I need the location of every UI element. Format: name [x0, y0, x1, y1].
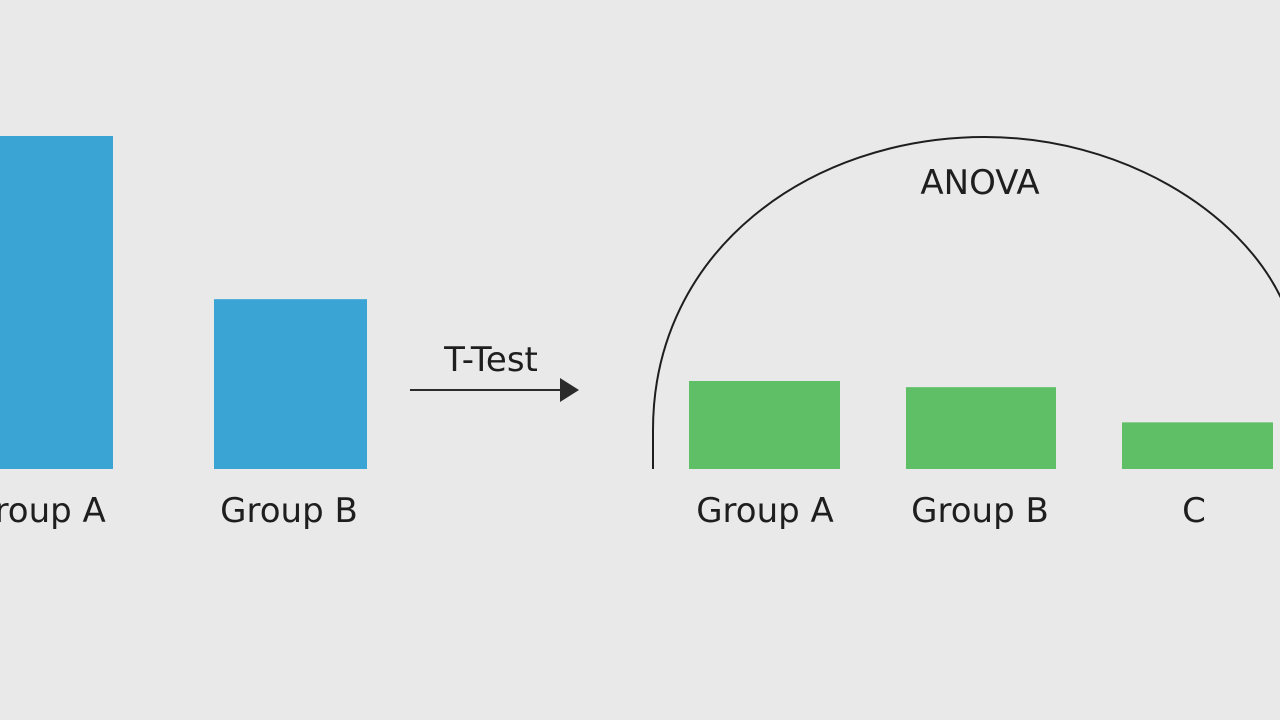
anova-panel: ANOVA Group A Group B C	[652, 135, 1280, 531]
anova-bar-group-b	[906, 387, 1056, 469]
ttest-bar-group-a	[0, 136, 113, 469]
anova-bar-group-a	[689, 381, 840, 469]
ttest-label-group-b: Group B	[220, 491, 358, 531]
anova-title: ANOVA	[920, 163, 1039, 203]
anova-bar-group-c	[1122, 422, 1273, 469]
arrow-head-icon	[560, 378, 579, 402]
anova-label-group-c: C	[1182, 491, 1206, 531]
ttest-panel: Group A Group B	[0, 136, 367, 531]
ttest-label-group-a: Group A	[0, 491, 106, 531]
anova-arc	[652, 135, 1280, 469]
ttest-bar-group-b	[214, 299, 367, 469]
ttest-arrow: T-Test	[410, 340, 579, 402]
anova-label-group-b: Group B	[911, 491, 1049, 531]
ttest-title: T-Test	[443, 340, 538, 380]
anova-label-group-a: Group A	[696, 491, 834, 531]
